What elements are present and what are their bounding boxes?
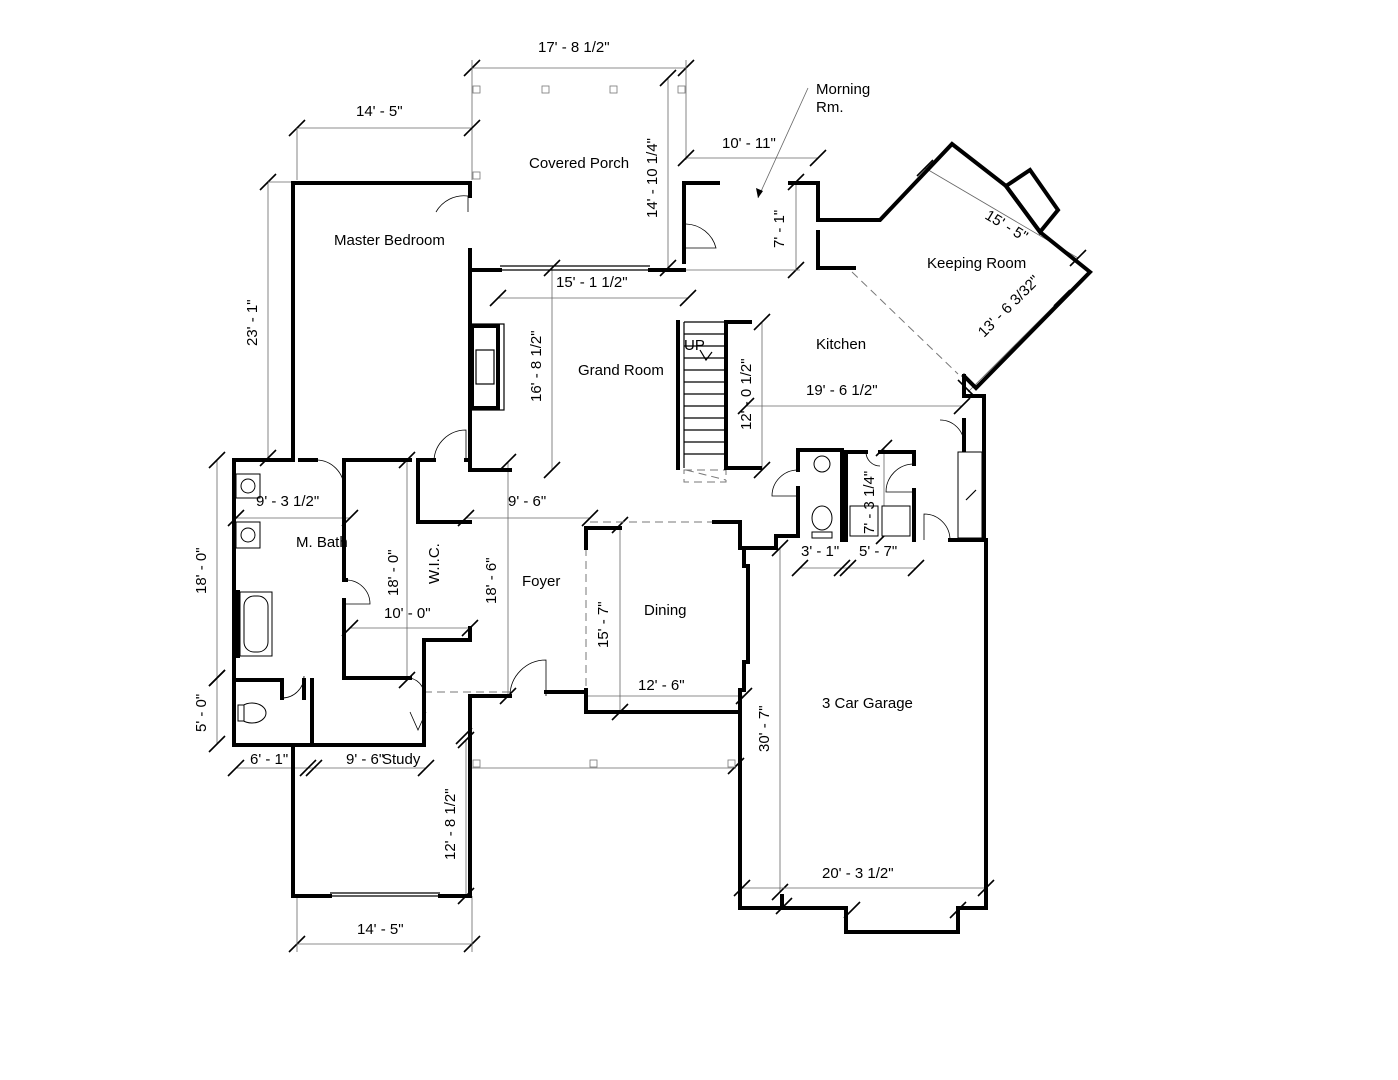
label-up: UP <box>684 337 705 354</box>
dim-study-depth: 12' - 8 1/2" <box>442 788 459 860</box>
dim-study-width-top: 9' - 6" <box>346 751 384 768</box>
dim-wic-depth: 18' - 0" <box>385 549 402 596</box>
walls <box>232 141 1093 934</box>
label-covered-porch: Covered Porch <box>529 155 629 172</box>
dim-master-depth: 23' - 1" <box>244 299 261 346</box>
dim-bath-depth: 18' - 0" <box>193 547 210 594</box>
room-labels: Covered Porch Morning Rm. Master Bedroom… <box>296 81 1026 768</box>
stair-treads <box>683 321 726 468</box>
door-swings <box>281 195 965 731</box>
dim-grand-depth: 16' - 8 1/2" <box>528 330 545 402</box>
label-dining: Dining <box>644 602 687 619</box>
dim-wc-depth: 5' - 0" <box>193 694 210 732</box>
label-garage: 3 Car Garage <box>822 695 913 712</box>
label-morning-rm-2: Rm. <box>816 99 844 116</box>
label-master-bedroom: Master Bedroom <box>334 232 445 249</box>
dim-kitchen-depth: 12' - 0 1/2" <box>738 358 755 430</box>
dim-porch-width: 17' - 8 1/2" <box>538 39 610 56</box>
fixtures <box>235 321 983 724</box>
dim-study-width-bottom: 14' - 5" <box>357 921 404 938</box>
dim-wc-width: 6' - 1" <box>250 751 288 768</box>
dim-porch-depth: 14' - 10 1/4" <box>644 138 661 218</box>
label-keeping-room: Keeping Room <box>927 255 1026 272</box>
dim-powder-width: 3' - 1" <box>801 543 839 560</box>
dim-grand-width: 15' - 1 1/2" <box>556 274 628 291</box>
label-wic: W.I.C. <box>426 543 443 584</box>
label-foyer: Foyer <box>522 573 560 590</box>
dim-laundry-depth: 7' - 3 1/4" <box>861 471 878 534</box>
dim-foyer-width: 9' - 6" <box>508 493 546 510</box>
label-grand-room: Grand Room <box>578 362 664 379</box>
dim-master-top: 14' - 5" <box>356 103 403 120</box>
dim-bath-width: 9' - 3 1/2" <box>256 493 319 510</box>
dim-garage-depth: 30' - 7" <box>756 705 773 752</box>
label-study: Study <box>382 751 421 768</box>
dim-foyer-depth: 18' - 6" <box>483 557 500 604</box>
porch-posts <box>472 85 736 768</box>
dim-garage-width: 20' - 3 1/2" <box>822 865 894 882</box>
dim-morning-width: 10' - 11" <box>722 135 776 152</box>
label-m-bath: M. Bath <box>296 534 348 551</box>
dim-laundry-width: 5' - 7" <box>859 543 897 560</box>
dim-wic-width: 10' - 0" <box>384 605 431 622</box>
dim-morning-depth: 7' - 1" <box>771 210 788 248</box>
label-morning-rm-1: Morning <box>816 81 870 98</box>
dim-kitchen-width: 19' - 6 1/2" <box>806 382 878 399</box>
label-kitchen: Kitchen <box>816 336 866 353</box>
dim-dining-width: 12' - 6" <box>638 677 685 694</box>
dim-dining-depth: 15' - 7" <box>595 601 612 648</box>
